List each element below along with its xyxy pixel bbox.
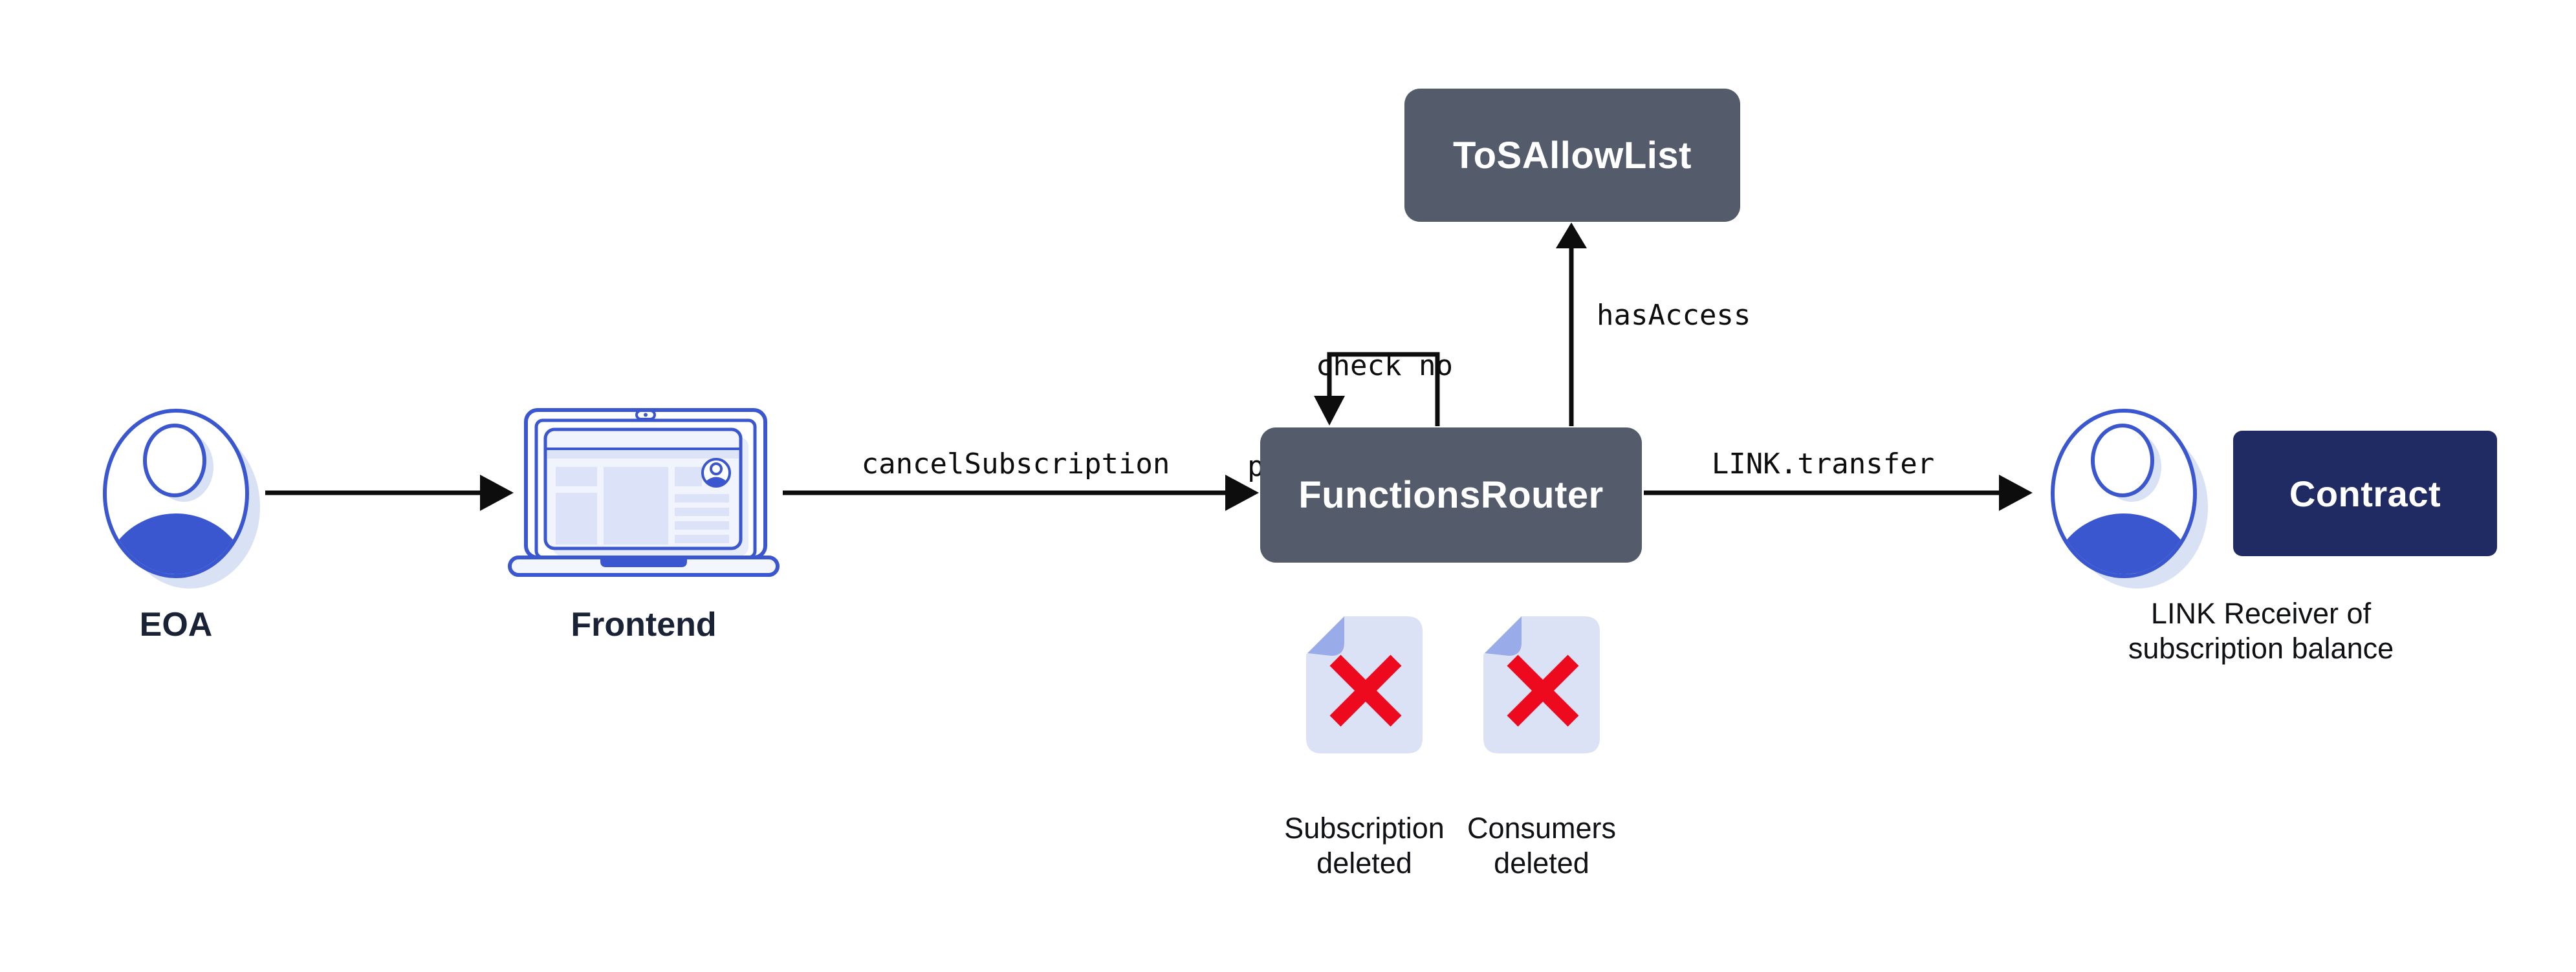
link-receiver-caption-line2: subscription balance [2128, 632, 2394, 665]
frontend-label: Frontend [571, 606, 717, 643]
person-avatar-icon [2051, 409, 2208, 589]
arrow-router-to-receiver [1644, 475, 2033, 511]
person-avatar-icon [103, 409, 260, 589]
subscription-deleted-caption: Subscription deleted [1284, 811, 1445, 881]
tos-allow-list-title: ToSAllowList [1452, 134, 1692, 177]
edge-label-has-access: hasAccess [1597, 299, 1751, 332]
consumers-deleted-caption: Consumers deleted [1467, 811, 1616, 881]
arrow-router-self-loop [1314, 352, 1440, 426]
functions-router-title: FunctionsRouter [1298, 474, 1604, 516]
subscription-deleted-line2: deleted [1316, 847, 1412, 880]
edge-label-link-transfer: LINK.transfer [1711, 448, 1935, 481]
deleted-document-icon [1306, 616, 1423, 753]
node-tos-allow-list: ToSAllowList [1404, 89, 1740, 222]
contract-title: Contract [2289, 473, 2441, 514]
node-contract: Contract [2233, 431, 2497, 556]
deleted-document-icon [1483, 616, 1600, 753]
node-functions-router: FunctionsRouter [1260, 427, 1642, 563]
arrow-frontend-to-router [783, 475, 1259, 511]
edge-label-check-line1: check no [1316, 349, 1453, 382]
subscription-deleted-line1: Subscription [1284, 812, 1445, 845]
laptop-browser-icon [508, 408, 780, 577]
link-receiver-caption: LINK Receiver of subscription balance [2128, 596, 2394, 666]
arrow-router-to-tos [1556, 222, 1587, 426]
consumers-deleted-line2: deleted [1494, 847, 1589, 880]
arrow-eoa-to-frontend [265, 475, 514, 511]
consumers-deleted-line1: Consumers [1467, 812, 1617, 845]
link-receiver-caption-line1: LINK Receiver of [2150, 597, 2372, 630]
eoa-label: EOA [139, 606, 213, 643]
edge-label-cancel-subscription: cancelSubscription [861, 448, 1170, 481]
